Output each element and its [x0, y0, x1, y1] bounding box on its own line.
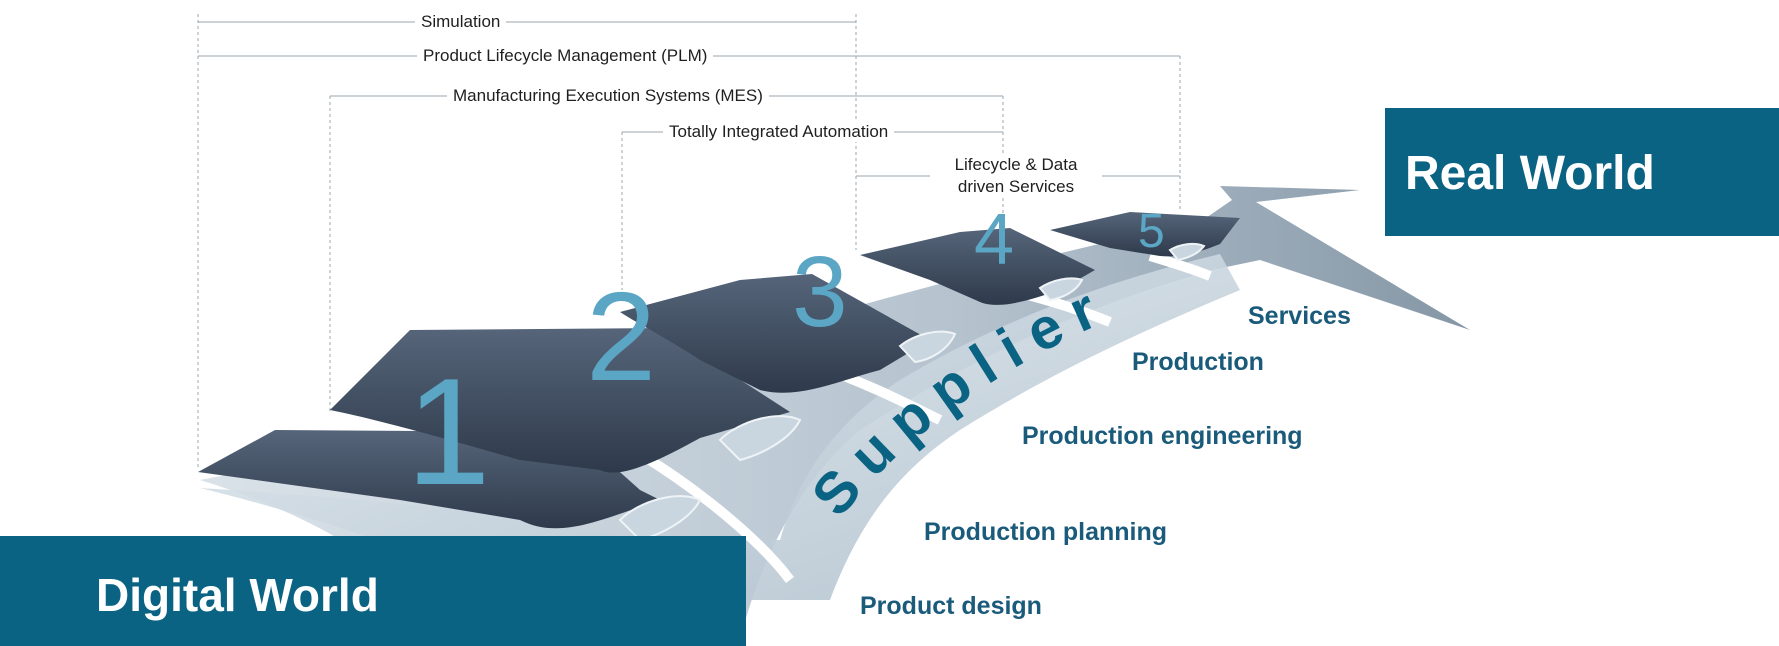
stage-label-production-engineering: Production engineering — [1022, 422, 1303, 450]
step-number-3: 3 — [792, 236, 848, 348]
puzzle-edges — [618, 242, 1206, 542]
range-lifecycle-line2: driven Services — [957, 177, 1075, 196]
range-tia: Totally Integrated Automation — [663, 122, 895, 142]
step-number-2: 2 — [586, 266, 657, 407]
real-world-label: Real World — [1405, 147, 1655, 200]
digital-world-label: Digital World — [96, 569, 379, 621]
lower-wing — [200, 254, 1240, 600]
supplier-label: Supplier — [799, 271, 1119, 528]
stage-label-production-planning: Production planning — [924, 518, 1168, 546]
range-plm: Product Lifecycle Management (PLM) — [417, 46, 714, 66]
step-number-1: 1 — [406, 347, 491, 517]
stage-label-services: Services — [1248, 302, 1351, 330]
digital-world-box: Digital World — [0, 536, 746, 646]
stage-label-product-design: Product design — [860, 592, 1042, 620]
stage-panels — [198, 212, 1240, 529]
step-number-5: 5 — [1138, 205, 1165, 258]
step-number-4: 4 — [974, 200, 1015, 280]
real-world-box: Real World — [1385, 108, 1779, 236]
range-mes: Manufacturing Execution Systems (MES) — [447, 86, 769, 106]
range-lifecycle-line1: Lifecycle & Data — [954, 155, 1078, 174]
range-lifecycle: Lifecycle & Data driven Services — [930, 154, 1102, 198]
stage-label-production: Production — [1132, 348, 1264, 376]
range-simulation: Simulation — [415, 12, 507, 32]
